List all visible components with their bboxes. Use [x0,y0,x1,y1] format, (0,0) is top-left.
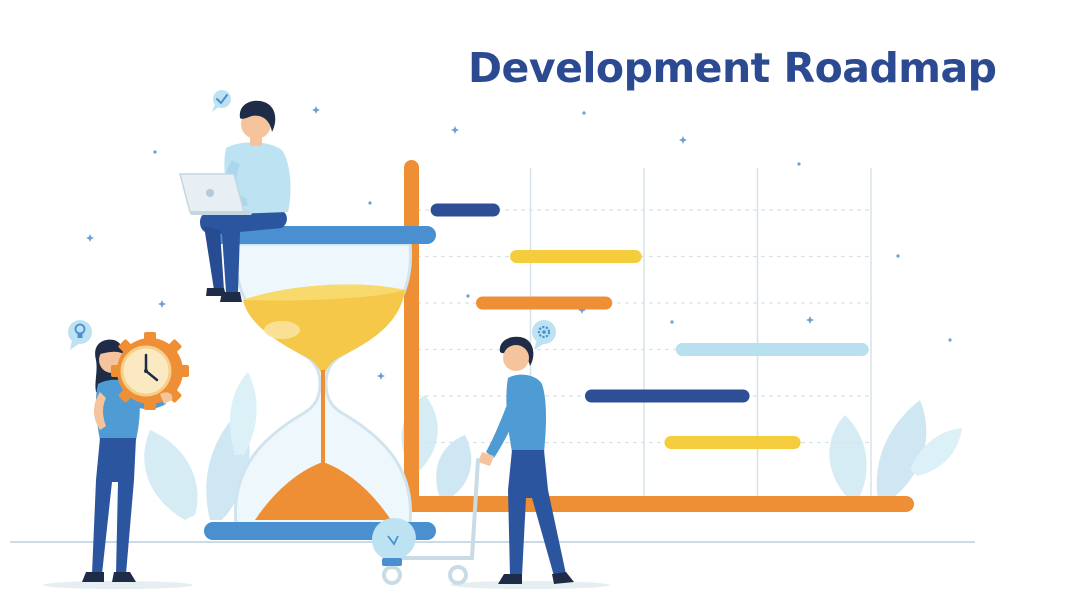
dot [896,254,900,258]
ground-shadow [450,581,610,589]
roadmap-bars [430,203,869,449]
bulb-glass [372,518,416,560]
roadmap-bar [476,296,613,310]
laptop-logo [206,189,214,197]
bulb-filament [387,535,399,546]
timeline-vertical-axis [404,160,419,512]
hourglass-sand-top-surface [243,284,405,301]
bulb-base [77,334,83,338]
dot [153,150,157,154]
pants [200,209,287,292]
laptop-base [190,211,252,215]
gear-hole [542,330,546,334]
hair-fringe [100,345,124,354]
check-chat-bubble-icon [212,90,231,112]
pants [92,438,136,574]
gear-teeth [111,332,189,410]
lightbulb-chat-bubble-icon [68,320,92,350]
head [503,345,529,371]
arm [486,388,524,458]
cart-frame [386,458,480,560]
hourglass-highlight [264,321,300,339]
dot [670,320,674,324]
hourglass-sand-top [243,284,405,384]
roadmap-bar [675,343,869,356]
background-leaves [144,372,962,520]
laptop-icon [179,173,252,215]
roadmap-grid [417,168,872,496]
gear-chat-bubble-icon [532,320,556,350]
dot [582,111,586,115]
leaf [910,428,962,476]
sparkle [377,372,385,380]
roadmap-bar [664,436,801,449]
leaf [229,372,257,455]
hourglass-icon [204,226,436,540]
sparkles [86,106,952,380]
shoe [220,292,242,302]
woman-with-clock [68,320,189,582]
leaf [436,435,472,498]
dot [466,294,470,298]
sparkle [578,306,586,314]
roadmap-bar [510,250,642,263]
pants [508,450,566,576]
roadmap-bar [430,203,500,217]
neck [250,134,262,146]
sparkle [806,316,814,324]
bubble-tail [70,340,80,350]
sparkle [158,300,166,308]
leaf [876,400,927,500]
clock-gear-icon [111,332,189,410]
bubble-tail [212,104,220,112]
dot [368,201,372,205]
page-title: Development Roadmap [468,44,997,92]
sparkle [679,136,687,144]
check-mark [216,94,228,105]
shoe [206,288,226,296]
roadmap-bar [584,389,750,403]
hair [239,100,276,132]
man-with-cart [372,320,574,585]
hand [478,452,494,466]
man-with-laptop [179,90,291,302]
hand [160,392,173,404]
sparkle [451,126,459,134]
hourglass-sand-bottom [255,462,391,520]
timeline-horizontal-axis [404,496,914,512]
hourglass-top-cap [208,226,436,244]
cart-icon [382,458,480,585]
cart-wheel [382,565,402,585]
shoe [552,572,574,584]
ground-shadow [43,581,193,589]
leaf [829,415,867,500]
bulb [74,323,86,335]
leg-left [204,226,224,290]
shoe [498,574,522,584]
bulb-base [382,558,402,566]
clock-center [144,369,148,373]
sparkle [86,234,94,242]
bubble-tail [534,340,545,350]
dot [797,162,801,166]
dot [948,338,952,342]
bubble [68,320,92,344]
sparkle [312,106,320,114]
cart-wheel [448,565,468,585]
gear [537,325,551,339]
leaf [144,430,198,520]
arm-back [94,392,106,430]
hourglass-sand-stream [321,370,325,470]
shoe [112,572,136,582]
shoe [82,572,104,582]
lightbulb-icon [372,518,416,566]
